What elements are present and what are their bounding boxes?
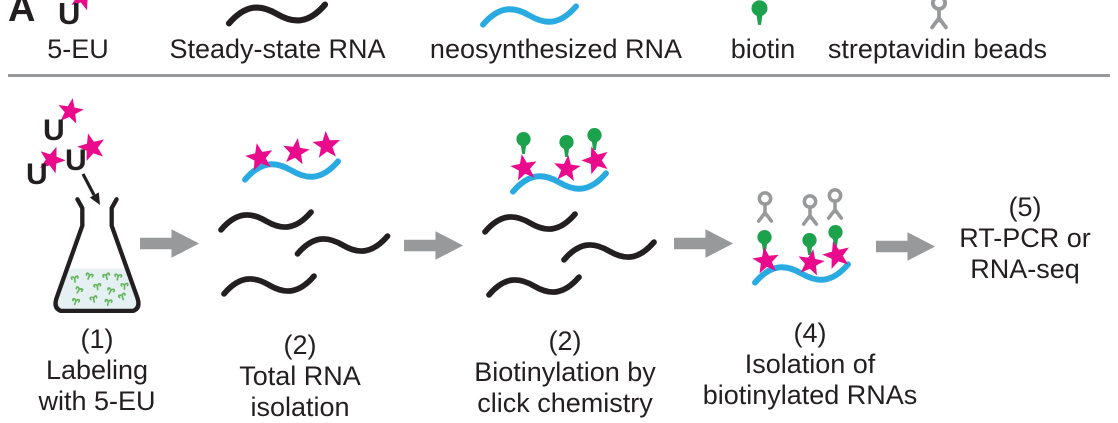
step-number: (4) [793, 318, 827, 348]
legend-label-steady-state-rna: Steady-state RNA [169, 34, 386, 64]
five-eu-u-letter: U [58, 0, 81, 31]
black-wavy-rna-icon [292, 230, 393, 260]
five-eu-star-icon [507, 151, 541, 184]
black-wavy-rna-icon [218, 270, 320, 300]
black-wavy-rna-icon [480, 208, 580, 238]
five-eu-u-letter: U [65, 144, 87, 177]
flow-arrow-icon [140, 226, 201, 261]
black-wavy-rna-icon [483, 271, 585, 301]
five-eu-u-letter: U [26, 158, 48, 191]
five-eu-star-icon [310, 129, 343, 160]
step1-label: (1) Labeling with 5-EU [17, 324, 177, 417]
streptavidin-bead-icon [753, 183, 777, 231]
streptavidin-bead-icon [823, 180, 847, 228]
step-number: (1) [80, 324, 114, 354]
step-number: (2) [548, 326, 582, 356]
black-wavy-rna-icon [558, 236, 660, 266]
five-eu-u-letter: U [43, 114, 65, 147]
step4-label: (4) Isolation of biotinylated RNAs [682, 318, 938, 411]
five-eu-star-icon [279, 135, 313, 167]
legend-label-neosynthesized-rna: neosynthesized RNA [429, 34, 683, 64]
panel-label: A [8, 0, 36, 30]
step-number: (2) [283, 330, 317, 360]
five-eu-star-icon [749, 244, 783, 276]
neosynthesized-rna-icon [478, 0, 581, 31]
step5-label: (5) RT-PCR or RNA-seq [938, 192, 1112, 285]
legend-divider [8, 74, 1110, 77]
biotinylated-rna-molecule [505, 126, 623, 200]
streptavidin-bead-icon [798, 186, 822, 234]
flow-arrow-icon [674, 226, 735, 261]
legend-label-5eu: 5-EU [47, 34, 109, 64]
legend-label-streptavidin-beads: streptavidin beads [827, 34, 1048, 64]
flow-arrow-icon [404, 228, 465, 263]
bead-bound-rna-molecule [748, 180, 862, 290]
legend-label-biotin: biotin [730, 34, 796, 64]
streptavidin-bead-icon [926, 0, 952, 30]
biotin-icon [750, 0, 769, 26]
labeled-rna-molecule [238, 122, 356, 194]
step2-label: (2) Total RNA isolation [210, 330, 390, 423]
into-flask-arrow-icon [78, 170, 108, 212]
step3-label: (2) Biotinylation by click chemistry [450, 326, 680, 419]
steady-state-rna-icon [222, 0, 332, 30]
flow-arrow-icon [876, 229, 937, 264]
flask-icon [50, 196, 144, 322]
step-number: (5) [1008, 192, 1042, 222]
